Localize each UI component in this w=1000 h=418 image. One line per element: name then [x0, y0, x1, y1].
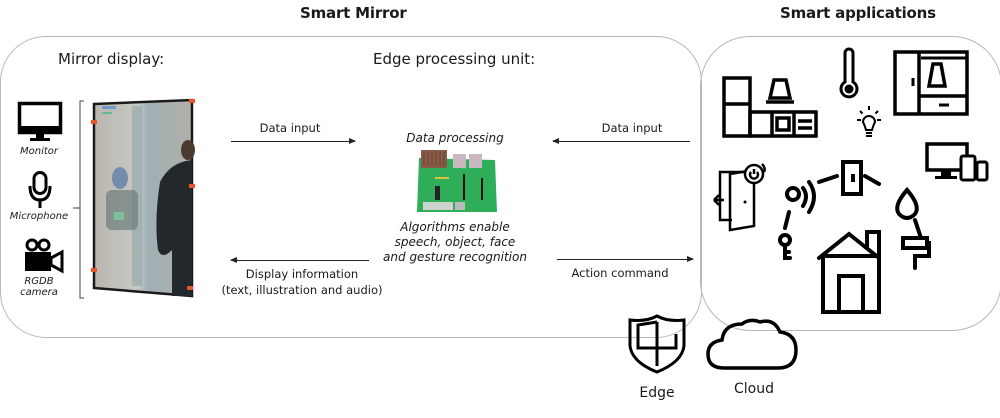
- action-command-arrow: [557, 256, 694, 262]
- wardrobe-icon: [893, 50, 969, 116]
- cloud-icon: [706, 318, 798, 370]
- video-camera-icon: [25, 238, 64, 274]
- display-information-line1: Display information: [245, 267, 359, 281]
- wireless-node-icon: [785, 186, 801, 202]
- smart-door-icon: [713, 163, 766, 232]
- monitor-label: Monitor: [19, 146, 58, 157]
- data-input-left-label: Data input: [259, 121, 321, 135]
- smart-mirror-heading: Smart Mirror: [300, 4, 407, 22]
- smart-mirror-box: [0, 36, 702, 338]
- edge-processing-unit-label: Edge processing unit:: [373, 50, 536, 68]
- smart-home-cluster: [778, 160, 931, 314]
- rgdb-camera-label: RGDB camera: [20, 276, 58, 298]
- data-input-right-label: Data input: [601, 121, 663, 135]
- processing-description: Algorithms enable speech, object, face a…: [365, 220, 545, 265]
- display-information-label: Display information (text, illustration …: [212, 266, 392, 298]
- processing-desc-line1: Algorithms enable: [400, 220, 510, 234]
- device-bracket: [73, 100, 84, 299]
- action-command-label: Action command: [571, 266, 669, 280]
- processing-desc-line3: and gesture recognition: [383, 250, 527, 264]
- edge-label: Edge: [639, 385, 675, 401]
- smart-applications-heading: Smart applications: [780, 4, 936, 22]
- monitor-icon: [17, 101, 63, 141]
- data-processing-title: Data processing: [406, 131, 504, 145]
- data-input-left-arrow: [231, 138, 356, 144]
- mirror-display-label: Mirror display:: [58, 50, 165, 68]
- display-information-line2: (text, illustration and audio): [221, 283, 383, 297]
- edge-shield-icon: [628, 314, 686, 374]
- microphone-label: Microphone: [9, 211, 69, 222]
- smart-mirror-photo: [91, 98, 195, 298]
- microphone-icon: [28, 171, 52, 208]
- light-bulb-icon: [857, 106, 881, 137]
- data-input-right-arrow: [552, 138, 690, 144]
- kitchen-icon: [722, 76, 818, 138]
- pcb-board-image: [417, 150, 497, 212]
- devices-icon: [925, 142, 989, 182]
- smart-applications-box: [700, 36, 1000, 331]
- cloud-label: Cloud: [734, 381, 774, 397]
- thermometer-icon: [839, 47, 859, 99]
- display-information-arrow: [230, 257, 369, 263]
- processing-desc-line2: speech, object, face: [394, 235, 516, 249]
